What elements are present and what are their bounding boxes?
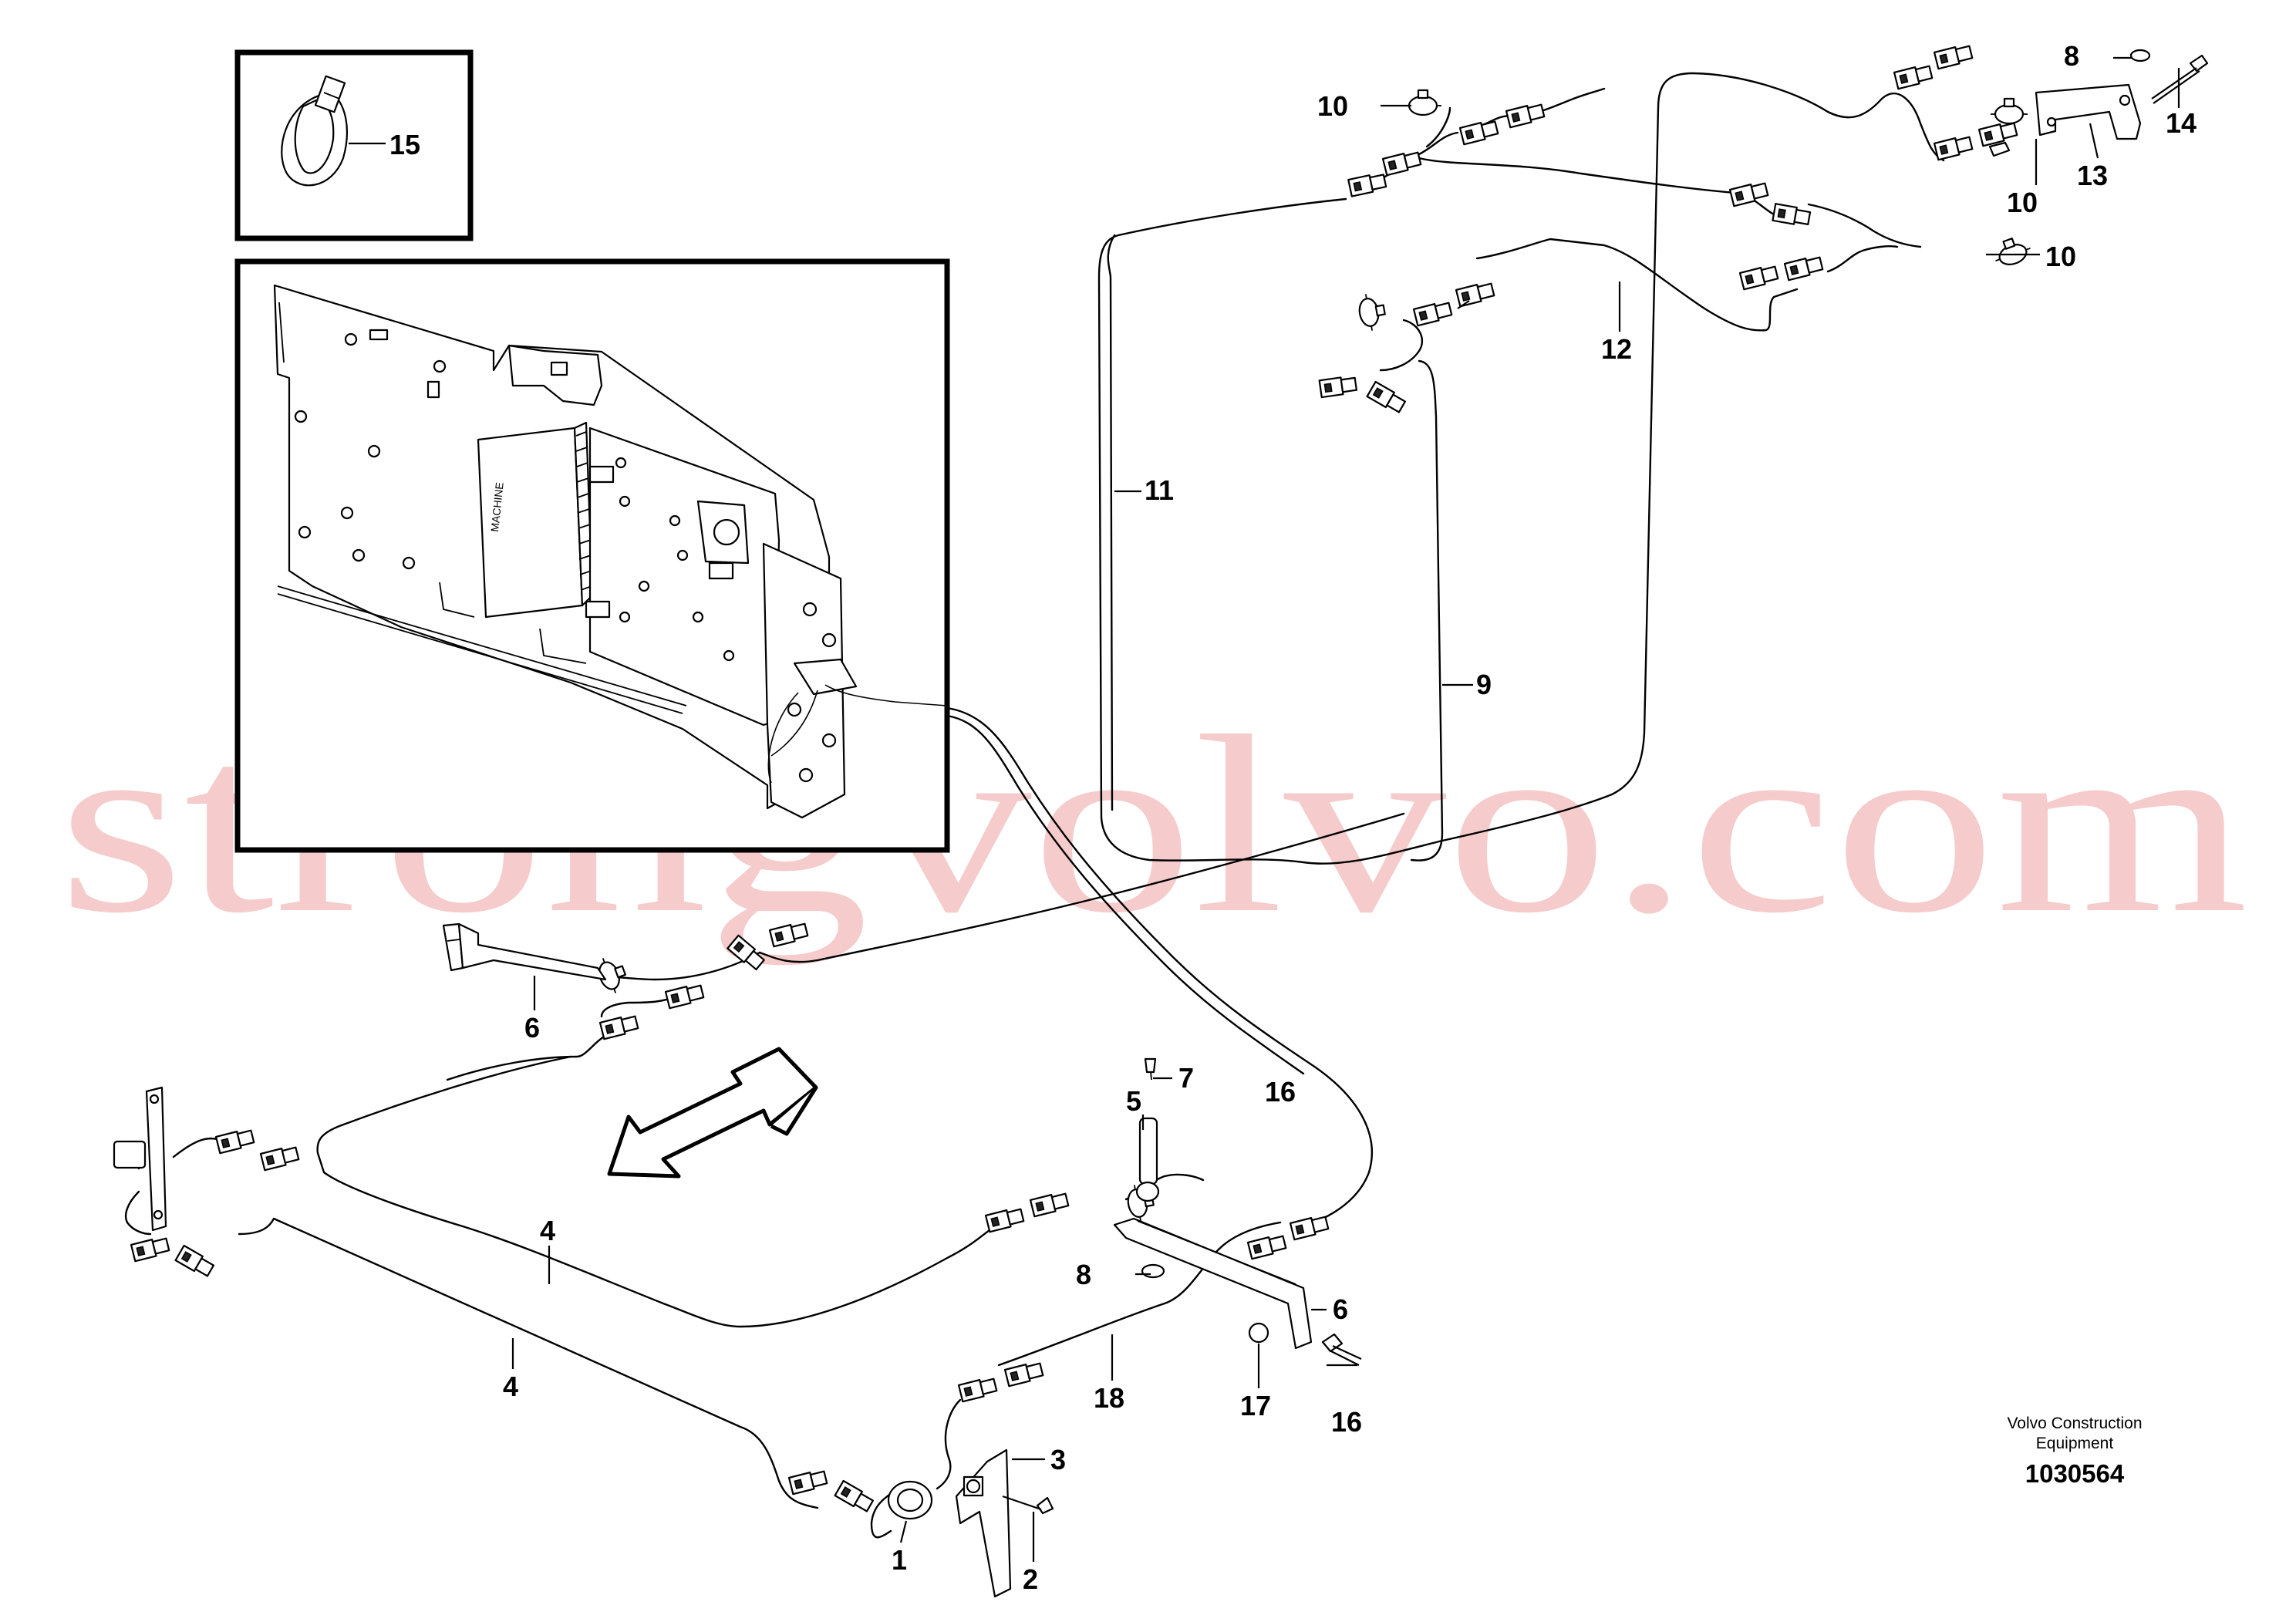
bracket-6-lower [1113, 1057, 1362, 1366]
temp-sensor-icon [1355, 290, 1388, 333]
connector [1505, 101, 1546, 129]
callout-7: 7 [1178, 1062, 1194, 1094]
callout-9: 9 [1476, 669, 1492, 700]
callout-6: 6 [1333, 1293, 1348, 1325]
callout-3: 3 [1050, 1444, 1066, 1475]
callout-13: 13 [2077, 160, 2108, 191]
connector [1246, 1233, 1288, 1260]
screw-2-head [1036, 1496, 1054, 1515]
connector [174, 1244, 216, 1280]
screw-7 [1144, 1057, 1157, 1074]
callout-5: 5 [1126, 1085, 1141, 1117]
callout-17: 17 [1240, 1390, 1271, 1421]
callout-leaders [511, 56, 2180, 1562]
callout-15: 15 [389, 129, 420, 160]
connector [1933, 42, 1974, 70]
harness-to-connector-1 [870, 1398, 962, 1539]
bracket-left-small [113, 1086, 167, 1232]
connector [1347, 171, 1387, 197]
temp-sensor-icon [1403, 89, 1443, 116]
connector [1738, 263, 1780, 291]
document-caption: Volvo Construction Equipment 1030564 [2007, 1415, 2142, 1488]
caption-line-2: Equipment [2036, 1435, 2114, 1452]
callout-2: 2 [1023, 1563, 1038, 1595]
connector [1412, 299, 1454, 327]
ecu-label: MACHINE [488, 481, 506, 532]
connector [1289, 1213, 1330, 1241]
bracket-13-assembly [1988, 49, 2209, 157]
callout-10: 10 [2045, 241, 2076, 272]
connector [1783, 254, 1825, 282]
harness-main-run [946, 706, 1373, 1228]
connector [1772, 203, 1812, 228]
connector [787, 1468, 829, 1496]
callout-14: 14 [2166, 107, 2197, 139]
inset-control-panel: MACHINE [234, 258, 950, 853]
connector [1728, 180, 1770, 207]
connector [598, 1013, 640, 1040]
connector [957, 1375, 999, 1403]
harness-11 [1097, 72, 1945, 865]
temp-sensor-icon [1989, 232, 2035, 271]
callout-16: 16 [1265, 1076, 1296, 1108]
callout-16: 16 [1331, 1406, 1362, 1438]
connector [984, 1206, 1026, 1233]
bracket-6-upper [442, 922, 607, 981]
connector [1029, 1190, 1070, 1218]
callout-1: 1 [892, 1544, 907, 1576]
connector [834, 1479, 875, 1515]
callout-8: 8 [1076, 1259, 1091, 1290]
harness-12 [1379, 238, 1799, 372]
caption-line-1: Volvo Construction [2007, 1415, 2142, 1432]
callout-4: 4 [503, 1371, 518, 1402]
connector [664, 982, 706, 1010]
connector [130, 1235, 171, 1263]
callout-6: 6 [524, 1012, 540, 1044]
bracket-3-assembly [887, 1448, 1054, 1598]
connector [1318, 374, 1358, 399]
harness-4 [124, 1055, 996, 1509]
connector [1893, 62, 1934, 90]
callout-12: 12 [1601, 333, 1632, 365]
inset-cable-tie [234, 49, 474, 241]
cable-tie-icon [281, 75, 348, 187]
forward-direction-arrow [607, 1047, 818, 1179]
bolt-16-head [1321, 1333, 1344, 1353]
washer-8-top [2129, 49, 2151, 62]
callout-4: 4 [540, 1215, 555, 1246]
callout-11: 11 [1145, 474, 1174, 506]
connector [259, 1144, 301, 1172]
connector [1455, 280, 1496, 308]
temp-sensor-icon [1989, 97, 2029, 125]
callout-10: 10 [2007, 187, 2038, 218]
bolt-14-head [2189, 54, 2209, 73]
callout-10: 10 [1317, 90, 1348, 122]
spacer-17 [1248, 1322, 1269, 1344]
connector [1458, 118, 1500, 146]
callout-8: 8 [2064, 40, 2079, 72]
connector [1381, 149, 1423, 177]
connector [1366, 380, 1408, 416]
washer-8-lower [1141, 1263, 1165, 1279]
callout-18: 18 [1094, 1382, 1124, 1414]
callout-numbers: 15 10 8 14 10 13 10 12 11 9 6 7 16 5 4 8… [389, 40, 2197, 1595]
connector [1003, 1360, 1045, 1388]
connector [1933, 133, 1974, 161]
connector [1977, 120, 2019, 147]
harness-9 [1410, 359, 1444, 862]
connector [214, 1127, 256, 1155]
drawing-number: 1030564 [2025, 1459, 2125, 1488]
